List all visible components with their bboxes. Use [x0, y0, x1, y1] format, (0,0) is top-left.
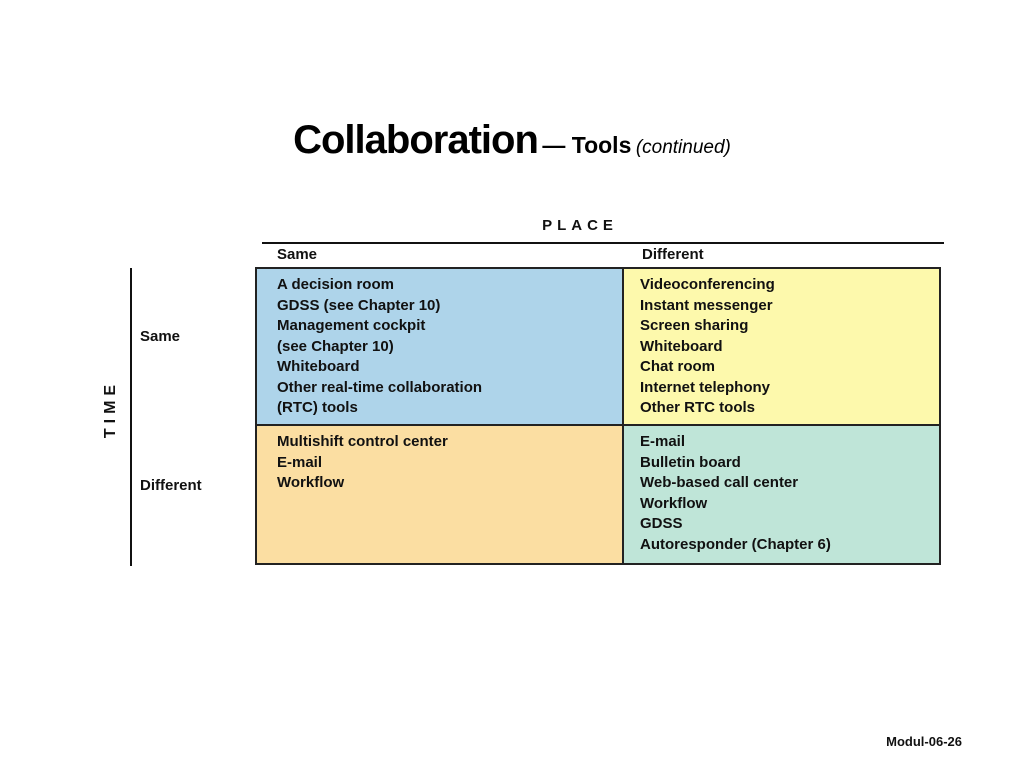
tool-item: GDSS	[640, 515, 683, 532]
place-axis-label: PLACE	[542, 217, 618, 234]
tool-item: Web-based call center	[640, 474, 799, 491]
tool-item: (RTC) tools	[277, 399, 358, 416]
row-header-same: Same	[140, 328, 181, 345]
tool-item: Chat room	[640, 358, 715, 375]
tool-item: Workflow	[277, 474, 345, 491]
tool-item: Workflow	[640, 494, 708, 512]
tool-item: Instant messenger	[640, 296, 773, 314]
tool-item: Whiteboard	[277, 358, 360, 375]
tool-item: Management cockpit	[277, 317, 426, 334]
tool-item: Screen sharing	[640, 317, 749, 334]
tool-item: GDSS (see Chapter 10)	[277, 296, 441, 314]
tool-item: (see Chapter 10)	[277, 337, 394, 355]
column-header-same: Same	[277, 246, 318, 263]
title-sub: — Tools	[542, 132, 632, 158]
tool-item: Whiteboard	[640, 337, 723, 355]
tool-item: Bulletin board	[640, 453, 741, 471]
tool-item: Internet telephony	[640, 378, 771, 396]
tool-item: Multishift control center	[277, 433, 448, 450]
title-main: Collaboration	[293, 118, 539, 162]
tool-item: E-mail	[640, 433, 686, 450]
tool-item: Other RTC tools	[640, 399, 755, 416]
row-header-different: Different	[140, 477, 202, 494]
tool-item: Videoconferencing	[640, 276, 775, 293]
title-continued: (continued)	[635, 137, 731, 158]
slide-footer: Modul-06-26	[886, 734, 962, 749]
time-axis-label: TIME	[102, 379, 119, 439]
tool-item: A decision room	[277, 276, 394, 293]
tool-item: Autoresponder (Chapter 6)	[640, 535, 831, 553]
place-axis-rule	[262, 242, 944, 244]
slide-title: Collaboration — Tools (continued)	[0, 118, 1024, 163]
tool-item: Other real-time collaboration	[277, 378, 483, 396]
column-header-different: Different	[642, 246, 704, 263]
tool-item: E-mail	[277, 453, 323, 471]
time-axis-rule	[130, 268, 132, 566]
